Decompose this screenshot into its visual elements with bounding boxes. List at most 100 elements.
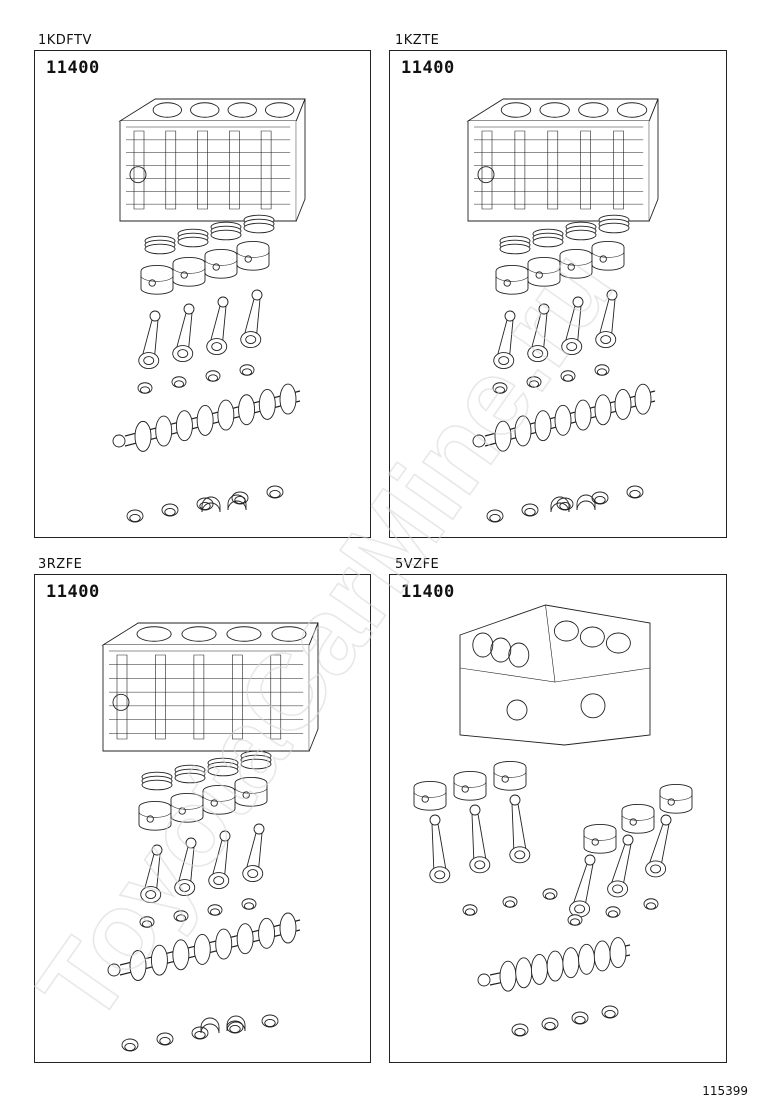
bearing-shell — [127, 510, 143, 522]
piston — [560, 249, 592, 278]
bearing-shell — [206, 371, 220, 382]
engine-label-5vzfe: 5VZFE — [395, 557, 440, 572]
piston — [139, 801, 171, 830]
bore — [606, 633, 630, 653]
piston-ring-set — [566, 222, 596, 240]
part-number[interactable]: 11400 — [46, 582, 100, 602]
figure-code: 115399 — [702, 1084, 748, 1098]
bearing-shell — [174, 911, 188, 922]
piston-ring-set — [241, 751, 271, 769]
short-block-illustration-3rzfe — [35, 575, 370, 1062]
piston — [584, 824, 616, 853]
bearing-shell — [242, 899, 256, 910]
bearing-shell — [568, 915, 582, 926]
connecting-rod — [608, 835, 633, 897]
bore — [540, 103, 569, 118]
connecting-rod — [510, 795, 530, 863]
cylinder-block — [120, 99, 305, 221]
piston-ring-set — [599, 215, 629, 233]
part-number[interactable]: 11400 — [46, 58, 100, 78]
bore — [228, 103, 256, 118]
thrust-washer — [551, 497, 569, 512]
panel-1kdftv: 11400 — [34, 50, 371, 538]
bearing-shell — [627, 486, 643, 498]
bearing-shell — [512, 1024, 528, 1036]
bearing-shell — [267, 486, 283, 498]
connecting-rod — [570, 855, 595, 917]
panel-1kzte: 11400 — [389, 50, 727, 538]
connecting-rod — [207, 297, 228, 355]
bearing-shell — [240, 365, 254, 376]
thrust-washer — [202, 497, 220, 512]
bearing-shell — [561, 371, 575, 382]
bearing-shell — [172, 377, 186, 388]
bore — [579, 103, 608, 118]
cylinder-block — [103, 623, 318, 751]
piston — [237, 241, 269, 270]
bearing-shell — [572, 1012, 588, 1024]
bearing-shell — [527, 377, 541, 388]
panel-5vzfe: 11400 — [389, 574, 727, 1063]
connecting-rod — [430, 815, 450, 883]
bearing-shell — [262, 1015, 278, 1027]
piston — [454, 771, 486, 800]
bore — [580, 627, 604, 647]
piston — [414, 781, 446, 810]
crankshaft — [473, 384, 655, 451]
bore — [227, 627, 261, 642]
crankshaft — [108, 913, 300, 981]
thrust-washer — [227, 1016, 245, 1031]
piston — [235, 777, 267, 806]
piston — [496, 265, 528, 294]
piston — [494, 761, 526, 790]
short-block-illustration-1kzte — [390, 51, 726, 537]
part-number[interactable]: 11400 — [401, 582, 455, 602]
piston-ring-set — [178, 229, 208, 247]
part-number[interactable]: 11400 — [401, 58, 455, 78]
piston — [203, 785, 235, 814]
bearing-shell — [197, 498, 213, 510]
bore — [272, 627, 306, 642]
bore — [509, 643, 529, 667]
connecting-rod — [243, 824, 264, 882]
bearing-shell — [157, 1033, 173, 1045]
piston-ring-set — [142, 772, 172, 790]
connecting-rod — [528, 304, 549, 362]
short-block-illustration-1kdftv — [35, 51, 370, 537]
bearing-shell — [522, 504, 538, 516]
piston — [660, 784, 692, 813]
piston — [592, 241, 624, 270]
piston-ring-set — [175, 765, 205, 783]
bore — [182, 627, 216, 642]
bore — [191, 103, 219, 118]
connecting-rod — [209, 831, 230, 889]
bearing-shell — [162, 504, 178, 516]
bearing-shell — [542, 1018, 558, 1030]
bore — [554, 621, 578, 641]
bearing-shell — [487, 510, 503, 522]
bearing-shell — [595, 365, 609, 376]
connecting-rod — [241, 290, 262, 348]
bearing-shell — [602, 1006, 618, 1018]
bearing-shell — [592, 492, 608, 504]
connecting-rod — [562, 297, 583, 355]
piston — [171, 793, 203, 822]
short-block-illustration-5vzfe — [390, 575, 726, 1062]
bearing-shell — [644, 899, 658, 910]
crankshaft — [478, 938, 630, 992]
piston-ring-set — [211, 222, 241, 240]
engine-label-1kzte: 1KZTE — [395, 33, 440, 48]
connecting-rod — [139, 311, 160, 369]
bore — [137, 627, 171, 642]
bore — [473, 633, 493, 657]
bearing-shell — [122, 1039, 138, 1051]
bearing-shell — [543, 889, 557, 900]
bearing-shell — [503, 897, 517, 908]
thrust-washer — [577, 495, 595, 510]
engine-label-1kdftv: 1KDFTV — [38, 33, 92, 48]
bore — [617, 103, 646, 118]
piston — [205, 249, 237, 278]
bearing-shell — [493, 383, 507, 394]
panel-3rzfe: 11400 — [34, 574, 371, 1063]
thrust-washer — [228, 495, 246, 510]
